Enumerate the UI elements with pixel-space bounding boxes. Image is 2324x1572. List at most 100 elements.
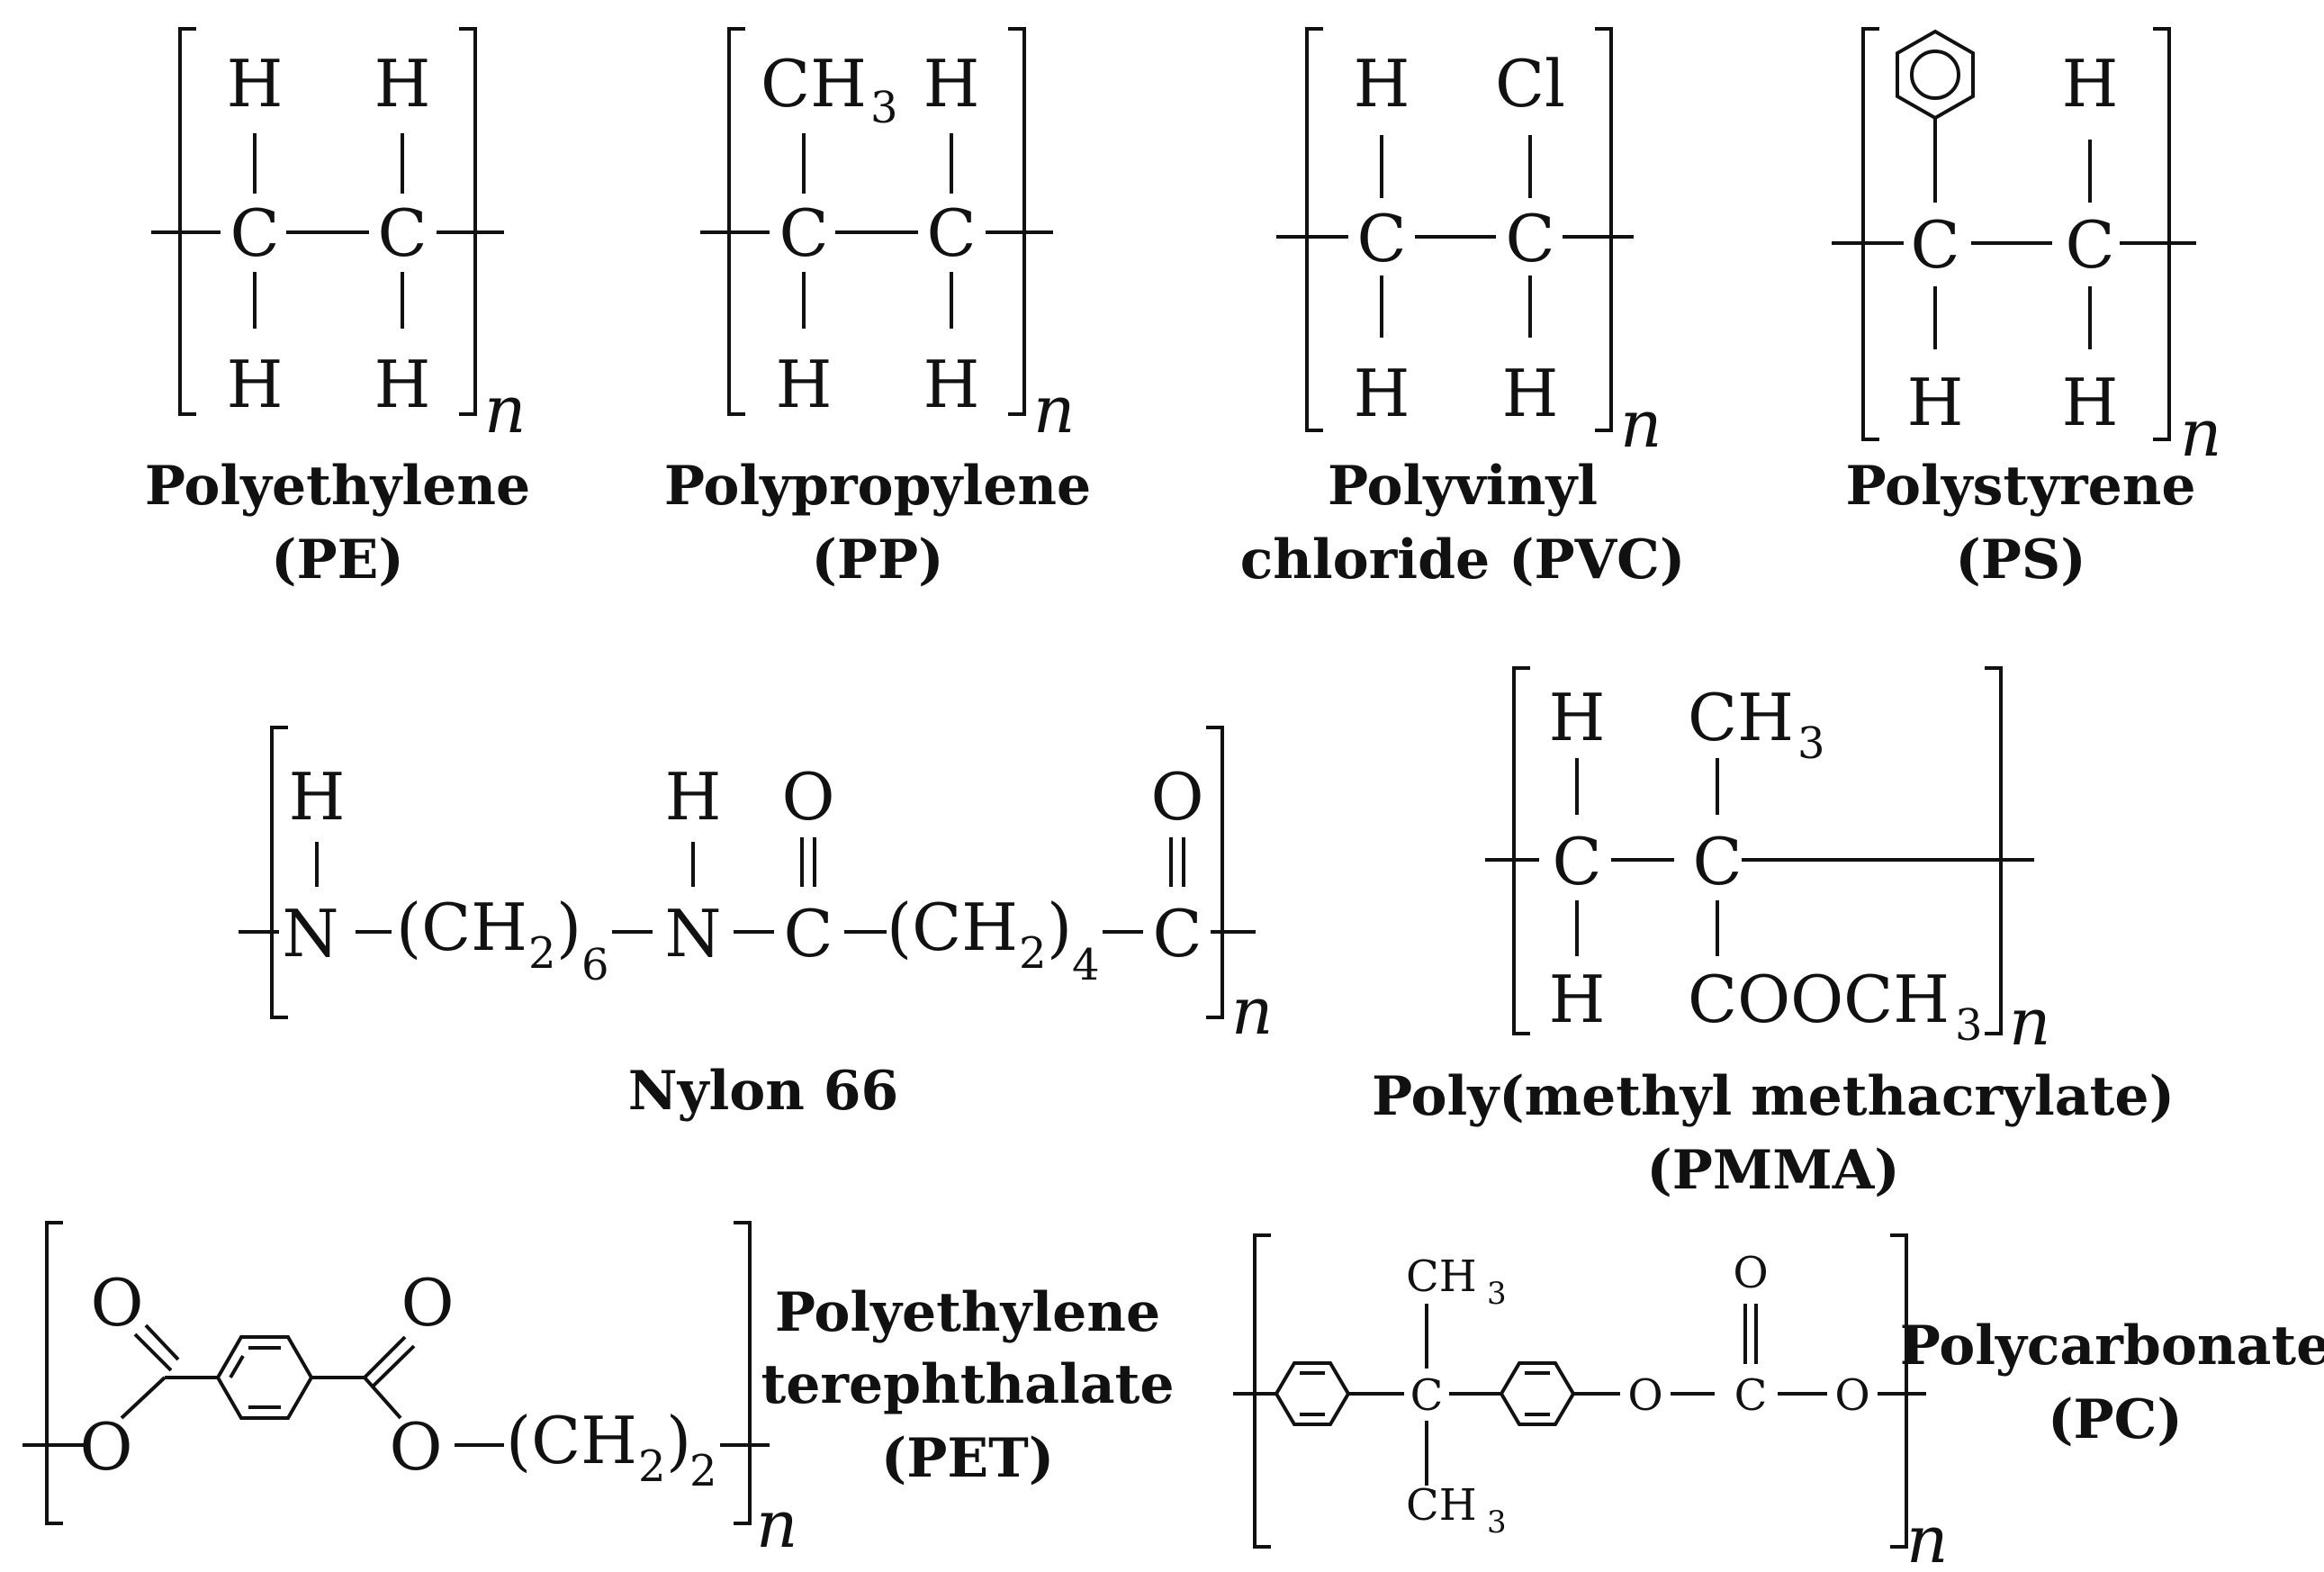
nylon66-structure: H N (CH 2 ) 6 H N O C (CH 2 ) 4 O C n Ny… <box>239 726 1273 1123</box>
pp-ch3: CH <box>761 46 867 122</box>
pvc-name-line1: Polyvinyl <box>1328 455 1598 518</box>
nylon-ch2-6: (CH <box>396 890 527 965</box>
pc-repeat-n: n <box>1906 1502 1948 1572</box>
nylon-name: Nylon 66 <box>628 1060 899 1123</box>
ps-h1: H <box>2062 46 2119 122</box>
pet-repeat-n: n <box>756 1486 797 1562</box>
pet-name-line2: terephthalate <box>761 1353 1174 1416</box>
nylon-h2: H <box>665 759 722 835</box>
nylon-repeat-n: n <box>1231 973 1273 1049</box>
pc-ch3-top: CH <box>1406 1251 1477 1302</box>
pvc-c2: C <box>1505 201 1554 276</box>
pvc-h3: H <box>1502 356 1559 431</box>
pe-h2: H <box>374 46 431 122</box>
pmma-name: Poly(methyl methacrylate) <box>1372 1065 2175 1128</box>
pe-structure: H H C C H H n Polyethylene (PE) <box>145 27 530 592</box>
pet-ch2: (CH <box>506 1403 637 1478</box>
pe-h3: H <box>227 347 284 422</box>
pe-h4: H <box>374 347 431 422</box>
pp-h2: H <box>776 347 833 422</box>
pvc-name-line2: chloride (PVC) <box>1240 529 1686 592</box>
ps-c2: C <box>2065 207 2114 283</box>
ps-h3: H <box>2062 365 2119 440</box>
benzene-ring-icon <box>215 1335 314 1420</box>
pp-structure: CH 3 H C C H H n Polypropylene (PP) <box>664 27 1091 592</box>
pc-c-carbonyl: C <box>1734 1370 1768 1421</box>
pmma-h1: H <box>1549 680 1606 755</box>
ps-c1: C <box>1910 207 1959 283</box>
nylon-c2: C <box>1152 896 1202 971</box>
pc-structure: CH 3 C CH 3 O O C O n Polycarbonate (PC) <box>1233 1233 2324 1572</box>
pmma-c2: C <box>1692 824 1742 899</box>
nylon-n1: N <box>283 896 339 971</box>
nylon-o1: O <box>781 759 834 835</box>
pvc-h2: H <box>1354 356 1410 431</box>
pvc-h1: H <box>1354 46 1410 122</box>
ps-structure: H C C H H n Polystyrene (PS) <box>1832 27 2221 592</box>
pvc-cl: Cl <box>1495 46 1565 122</box>
pvc-structure: H Cl C C H H n Polyvinyl chloride (PVC) <box>1240 27 1686 592</box>
pp-abbr: (PP) <box>811 529 943 592</box>
pet-o-carbonyl1: O <box>90 1265 143 1341</box>
ps-repeat-n: n <box>2180 395 2221 471</box>
pp-h3: H <box>923 347 980 422</box>
benzene-ring-icon <box>1274 1361 1351 1426</box>
pmma-coo-sub: 3 <box>1955 1000 1983 1051</box>
pet-structure: O O O O (CH 2 ) 2 n Polyethylene terepht… <box>23 1221 1175 1562</box>
nylon-four: 4 <box>1072 940 1100 990</box>
pe-c1: C <box>230 195 279 271</box>
pc-o-carbonyl: O <box>1733 1248 1768 1298</box>
nylon-c1: C <box>783 896 833 971</box>
ps-h2: H <box>1907 365 1964 440</box>
pc-name: Polycarbonate <box>1900 1315 2324 1378</box>
pc-ch3-bottom: CH <box>1406 1480 1477 1531</box>
pet-two: 2 <box>689 1446 717 1496</box>
pc-ch3-top-sub: 3 <box>1487 1276 1507 1312</box>
pet-o-carbonyl2: O <box>401 1265 454 1341</box>
nylon-ch2-4-close: ) <box>1047 890 1072 965</box>
pmma-abbr: (PMMA) <box>1646 1139 1899 1202</box>
nylon-ch2-6-close: ) <box>556 890 581 965</box>
pp-ch3-subscript: 3 <box>870 83 898 133</box>
ps-name: Polystyrene <box>1845 455 2195 518</box>
pvc-repeat-n: n <box>1620 386 1662 462</box>
pe-repeat-n: n <box>484 372 526 447</box>
pc-o1: O <box>1627 1370 1662 1421</box>
pp-repeat-n: n <box>1033 372 1075 447</box>
pet-name-line1: Polyethylene <box>775 1281 1160 1344</box>
nylon-h1: H <box>289 759 346 835</box>
pmma-coo: COOCH <box>1688 962 1950 1037</box>
nylon-o2: O <box>1150 759 1203 835</box>
pmma-repeat-n: n <box>2009 984 2050 1060</box>
nylon-ch2-4-sub: 2 <box>1019 928 1047 979</box>
ps-abbr: (PS) <box>1955 529 2085 592</box>
pp-c1: C <box>779 195 828 271</box>
pe-name: Polyethylene <box>145 455 530 518</box>
pc-ch3-bottom-sub: 3 <box>1487 1504 1507 1540</box>
pc-abbr: (PC) <box>2048 1388 2183 1451</box>
pmma-ch3-sub: 3 <box>1797 718 1825 769</box>
nylon-ch2-6-sub: 2 <box>528 928 556 979</box>
pp-name: Polypropylene <box>664 455 1091 518</box>
pvc-c1: C <box>1356 201 1406 276</box>
pet-abbr: (PET) <box>881 1427 1054 1490</box>
pe-c2: C <box>377 195 427 271</box>
pet-ch2-sub: 2 <box>638 1441 666 1492</box>
pc-o2: O <box>1834 1370 1869 1421</box>
pmma-c1: C <box>1552 824 1601 899</box>
pmma-structure: H C H CH 3 C COOCH 3 n Poly(methyl metha… <box>1372 666 2175 1202</box>
benzene-ring-icon <box>1896 29 1975 121</box>
nylon-n2: N <box>665 896 722 971</box>
pp-h1: H <box>923 46 980 122</box>
pe-h1: H <box>227 46 284 122</box>
pet-ch2-close: ) <box>666 1403 691 1478</box>
benzene-ring-icon <box>1499 1361 1576 1426</box>
pmma-h2: H <box>1549 962 1606 1037</box>
pmma-ch3: CH <box>1688 680 1794 755</box>
pp-c2: C <box>926 195 976 271</box>
nylon-six: 6 <box>581 940 609 990</box>
pet-o-ester: O <box>389 1409 442 1485</box>
pe-abbr: (PE) <box>271 529 404 592</box>
pc-c-center: C <box>1410 1370 1444 1421</box>
